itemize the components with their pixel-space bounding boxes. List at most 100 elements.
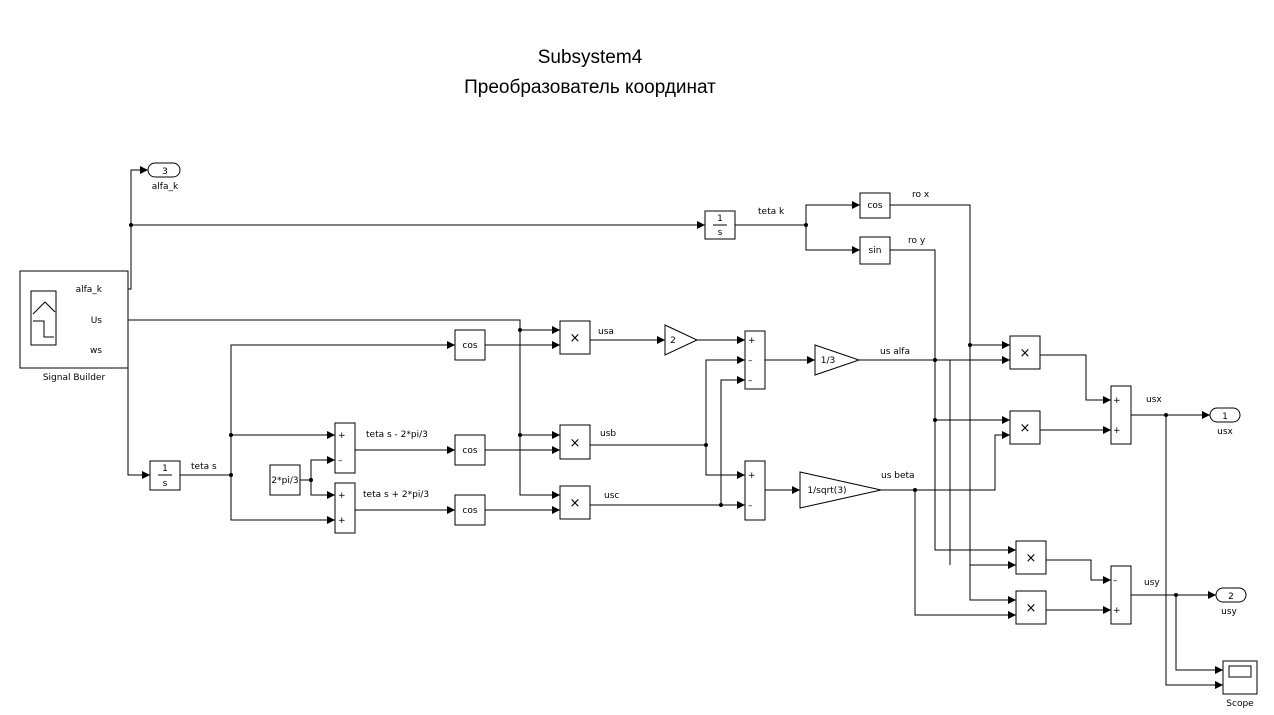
- wire-us-beta-prod6: [914, 490, 1016, 619]
- product-6-block[interactable]: [1015, 590, 1047, 625]
- outport-usx[interactable]: [1209, 407, 1241, 423]
- signal-usx: usx: [1146, 395, 1162, 405]
- signal-ro-y: ro y: [908, 236, 926, 246]
- signal-teta-s: teta s: [191, 462, 217, 472]
- cos-b-block[interactable]: [454, 434, 486, 466]
- gain-1-sqrt3-block[interactable]: [799, 471, 882, 509]
- sumA-sign-1: +: [748, 336, 756, 346]
- constant-block[interactable]: [269, 464, 301, 496]
- diagram-title: Subsystem4: [537, 47, 643, 68]
- wire-teta-k-cos: [805, 201, 860, 225]
- gain-1-sqrt3-label: 1/sqrt(3): [807, 486, 846, 496]
- cos-c-block[interactable]: [454, 494, 486, 526]
- product-1-block[interactable]: [1009, 335, 1041, 370]
- signal-builder-label: Signal Builder: [43, 373, 106, 383]
- signal-builder-block[interactable]: [19, 270, 129, 369]
- port-us-label: Us: [91, 316, 103, 326]
- sum-beta-block[interactable]: [744, 460, 766, 521]
- wire-ro-y: [890, 249, 1016, 554]
- wire-us: [128, 319, 560, 499]
- integrator-teta-s-num: 1: [162, 464, 168, 474]
- outport-alfa-k-num: 3: [162, 167, 168, 177]
- outport-alfa-k-name: alfa_k: [152, 182, 179, 192]
- sum-teta-s-plus[interactable]: [334, 482, 356, 534]
- cos-teta-k-block[interactable]: [859, 192, 891, 219]
- cos-a-label: cos: [462, 341, 477, 351]
- sum1-sign-1: +: [338, 431, 346, 441]
- product-2-symbol: ×: [1020, 421, 1031, 436]
- gain-1-3-label: 1/3: [821, 356, 835, 366]
- sin-teta-k-label: sin: [869, 246, 882, 256]
- signal-usc: usc: [604, 491, 619, 501]
- wire-const-sum1: [310, 456, 335, 480]
- outport-usy-name: usy: [1221, 607, 1237, 617]
- signal-us-alfa: us alfa: [880, 347, 910, 357]
- wire-ws: [127, 350, 150, 479]
- wire-teta-s-sum2: [230, 475, 335, 524]
- sum-usy-block[interactable]: [1110, 565, 1132, 625]
- integrator-teta-k-num: 1: [717, 214, 723, 224]
- product-6-symbol: ×: [1026, 601, 1037, 616]
- sum2-sign-1: +: [338, 491, 346, 501]
- outport-usy-num: 2: [1228, 592, 1234, 602]
- product-b-symbol: ×: [570, 436, 581, 451]
- cos-a-block[interactable]: [454, 329, 486, 361]
- constant-label: 2*pi/3: [271, 476, 298, 486]
- gain-2-block[interactable]: [664, 324, 699, 356]
- integrator-teta-k-den: s: [718, 228, 723, 238]
- signal-usy: usy: [1144, 578, 1160, 588]
- signal-teta-k: teta k: [758, 207, 785, 217]
- wire-ro-x: [890, 204, 1016, 604]
- signal-usa: usa: [598, 327, 614, 337]
- wire-alfa-k: [128, 166, 148, 290]
- gain-1-3-block[interactable]: [814, 344, 861, 376]
- wire-usx-scope: [1165, 415, 1223, 689]
- product-b-block[interactable]: [559, 424, 591, 460]
- product-c-block[interactable]: [559, 485, 591, 520]
- product-5-block[interactable]: [1015, 540, 1047, 575]
- gain-2-label: 2: [670, 336, 676, 346]
- wire-teta-k-sin: [805, 225, 860, 254]
- wire-usc-sumA: [720, 376, 745, 505]
- cos-b-label: cos: [462, 446, 477, 456]
- wire-prod5-sum: [1046, 559, 1111, 584]
- wire-usb-sumA: [705, 356, 745, 445]
- sum-usy-sign-2: +: [1113, 606, 1121, 616]
- sum-alfa-block[interactable]: [744, 330, 766, 390]
- port-ws-label: ws: [90, 346, 102, 356]
- product-5-symbol: ×: [1026, 551, 1037, 566]
- signal-lines: [127, 166, 1223, 689]
- wire-teta-s-cos: [230, 341, 455, 475]
- wire-const-sum2: [310, 480, 335, 499]
- cos-c-label: cos: [462, 506, 477, 516]
- outport-usy[interactable]: [1215, 587, 1247, 603]
- sum-usx-sign-1: +: [1113, 396, 1121, 406]
- sin-teta-k-block[interactable]: [859, 236, 891, 265]
- sumB-sign-2: –: [748, 501, 753, 511]
- scope-label: Scope: [1226, 699, 1254, 709]
- sum1-sign-2: –: [338, 456, 343, 466]
- product-a-block[interactable]: [559, 320, 591, 355]
- sum-teta-s-minus[interactable]: [334, 422, 356, 474]
- sum-usy-sign-1: –: [1113, 576, 1118, 586]
- sumA-sign-2: –: [748, 356, 753, 366]
- integrator-teta-s-den: s: [163, 479, 168, 489]
- sum-usx-sign-2: +: [1113, 426, 1121, 436]
- sumA-sign-3: –: [748, 376, 753, 386]
- sum2-sign-2: +: [338, 516, 346, 526]
- sumB-sign-1: +: [748, 471, 756, 481]
- signal-teta-s-minus: teta s - 2*pi/3: [366, 430, 428, 440]
- product-2-block[interactable]: [1009, 410, 1041, 445]
- junction-dots: [129, 223, 1178, 597]
- cos-teta-k-label: cos: [867, 201, 882, 211]
- product-a-symbol: ×: [570, 331, 581, 346]
- outport-alfa-k[interactable]: [147, 162, 181, 178]
- outport-usx-num: 1: [1222, 412, 1228, 422]
- wire-usy-scope: [1175, 595, 1223, 674]
- signal-us-beta: us beta: [881, 471, 915, 481]
- wire-prod1-sum: [1040, 354, 1111, 404]
- scope-block[interactable]: [1222, 660, 1258, 695]
- port-alfa-k-label: alfa_k: [76, 285, 103, 295]
- sum-usx-block[interactable]: [1110, 385, 1132, 445]
- signal-teta-s-plus: teta s + 2*pi/3: [363, 490, 429, 500]
